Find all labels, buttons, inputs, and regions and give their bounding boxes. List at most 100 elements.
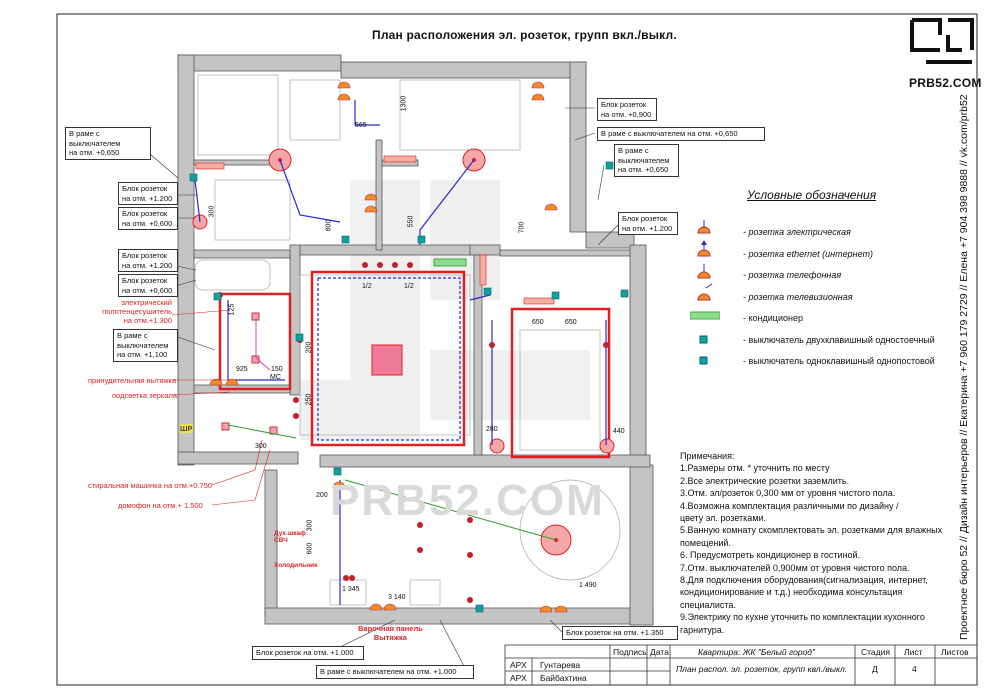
legend-switch-double: - выключатель двухклавишный одностоечный (743, 335, 935, 345)
dim-200-b: 200 (316, 492, 328, 499)
wiring-green (227, 424, 557, 541)
tb-sheet-no: 4 (912, 664, 917, 674)
side-contacts: Проектное бюро 52 // Дизайн интерьеров /… (958, 94, 970, 640)
air-conditioner-legend-icon (690, 311, 720, 320)
dim-280: 280 (486, 426, 498, 433)
callout-line: на отм. +0,600 (122, 218, 173, 228)
callout-line: В раме с выключателем на отм. +0,650 (601, 129, 738, 138)
dim-700: 700 (518, 221, 526, 234)
tb-sheet-title: План распол. эл. розеток, групп квл./вык… (676, 664, 848, 674)
callout-line: Блок розеток на отм. +1.000 (256, 648, 354, 657)
legend-switch-single: - выключатель одноклавишный однопостовой (743, 356, 935, 366)
callout-line: Блок розеток (122, 209, 168, 218)
note-line: 6. Предусмотреть кондиционер в гостиной. (680, 550, 861, 561)
callout-line: на отм. +0,650 (618, 165, 669, 174)
dim-440: 440 (613, 428, 625, 435)
dim-650-a: 650 (532, 319, 544, 326)
dim-650-b: 650 (565, 319, 577, 326)
dim-200: 200 (305, 341, 313, 354)
logo-text: PRB52.COM (909, 76, 982, 90)
dim-600: 600 (306, 542, 314, 555)
notes-block: Примечания: 1.Размеры отм. * уточнить по… (680, 450, 960, 636)
callout-line: на отм. +1.200 (122, 193, 173, 203)
switch-double-icon (699, 335, 708, 344)
note-line: гарнитура. (680, 624, 725, 635)
callout-frame-650-a: В раме с выключателем на отм. +0,650 (597, 127, 765, 141)
air-conditioner-icon (433, 258, 467, 267)
legend-icons (690, 220, 720, 365)
note-line: цвету эл. розетками. (680, 513, 767, 524)
callout-line: на отм. +0,600 (122, 285, 173, 295)
legend-phone: - розетка телефонная (743, 270, 842, 280)
callout-line: Блок розеток на отм. +1.350 (566, 628, 664, 637)
panel-label: ШР (180, 424, 193, 433)
legend-electric: - розетка электрическая (743, 227, 851, 237)
dim-150: 150 (271, 366, 283, 373)
exhaust-label: принудительная вытяжка (88, 376, 177, 385)
tb-header-sheet: Лист (904, 647, 923, 657)
mirror-light-label: подсветка зеркала (112, 391, 178, 400)
dim-300: 300 (208, 205, 216, 218)
callout-line: Блок розеток (122, 251, 168, 260)
watermark-text: PRB52.COM (330, 476, 605, 525)
note-line: специалиста. (680, 599, 736, 610)
note-line: 1.Размеры отм. * уточнить по месту (680, 463, 830, 474)
note-line: помещений. (680, 537, 731, 548)
notes-title: Примечания: (680, 451, 735, 461)
walls (177, 54, 654, 626)
dim-800: 800 (325, 219, 333, 232)
dim-565: 565 (355, 122, 367, 129)
tb-role-1: АРХ (510, 660, 527, 670)
dim-mc: MC (270, 374, 281, 381)
red-label-line: полотенцесушитель (102, 307, 172, 316)
dim-half-a: 1/2 (362, 283, 372, 290)
tb-header-sheets: Листов (941, 647, 969, 657)
red-label-line: на отм.+1.300 (123, 316, 172, 325)
dim-3140: 3 140 (388, 594, 406, 601)
tb-header-signature: Подпись (613, 647, 647, 657)
tb-header-date: Дата (650, 647, 669, 657)
socket-tv-icon (697, 283, 713, 301)
title-block-grid (504, 644, 978, 686)
callout-line: Блок розеток (122, 276, 168, 285)
callout-line: Блок розеток (622, 214, 668, 223)
sockets (209, 81, 568, 613)
callout-block-1350: Блок розеток на отм. +1.350 (562, 626, 678, 640)
tb-header-stage: Стадия (861, 647, 890, 657)
tb-name-2: Байбахтина (540, 673, 587, 683)
tb-name-1: Гунтарева (540, 660, 581, 670)
page-title: План расположения эл. розеток, групп вкл… (372, 28, 677, 42)
legend-ac: - кондиционер (743, 313, 803, 323)
dim-1300: 1300 (400, 95, 408, 112)
red-label-line: Вытяжка (373, 633, 407, 642)
callout-line: выключателем (117, 340, 169, 350)
wiring-magenta (255, 318, 271, 371)
callout-line: на отм. +1,100 (117, 350, 168, 359)
watermark-blocks (300, 180, 590, 440)
callout-frame-1000: В раме с выключателем на отм. +1.000 (316, 665, 474, 679)
dim-550: 550 (407, 215, 415, 228)
callout-line: на отм. +0,650 (69, 148, 120, 157)
note-line: 9.Электрику по кухне уточнить по комплек… (680, 612, 925, 623)
callout-line: Блок розеток (601, 100, 647, 109)
callout-line: на отм. +1.200 (622, 223, 673, 233)
tb-project: Квартира: ЖК "Белый город" (698, 647, 815, 657)
dim-300-c: 300 (255, 443, 267, 450)
dim-925: 925 (236, 366, 248, 373)
red-label-line: СВЧ (274, 537, 288, 544)
switch-group-outlines (218, 270, 611, 459)
dim-1345: 1 345 (342, 586, 360, 593)
legend-tv: - розетка телевизионная (743, 292, 853, 302)
socket-ethernet-icon (697, 240, 711, 257)
red-label-line: Варочная панель (358, 624, 423, 633)
red-leaders (171, 309, 271, 506)
